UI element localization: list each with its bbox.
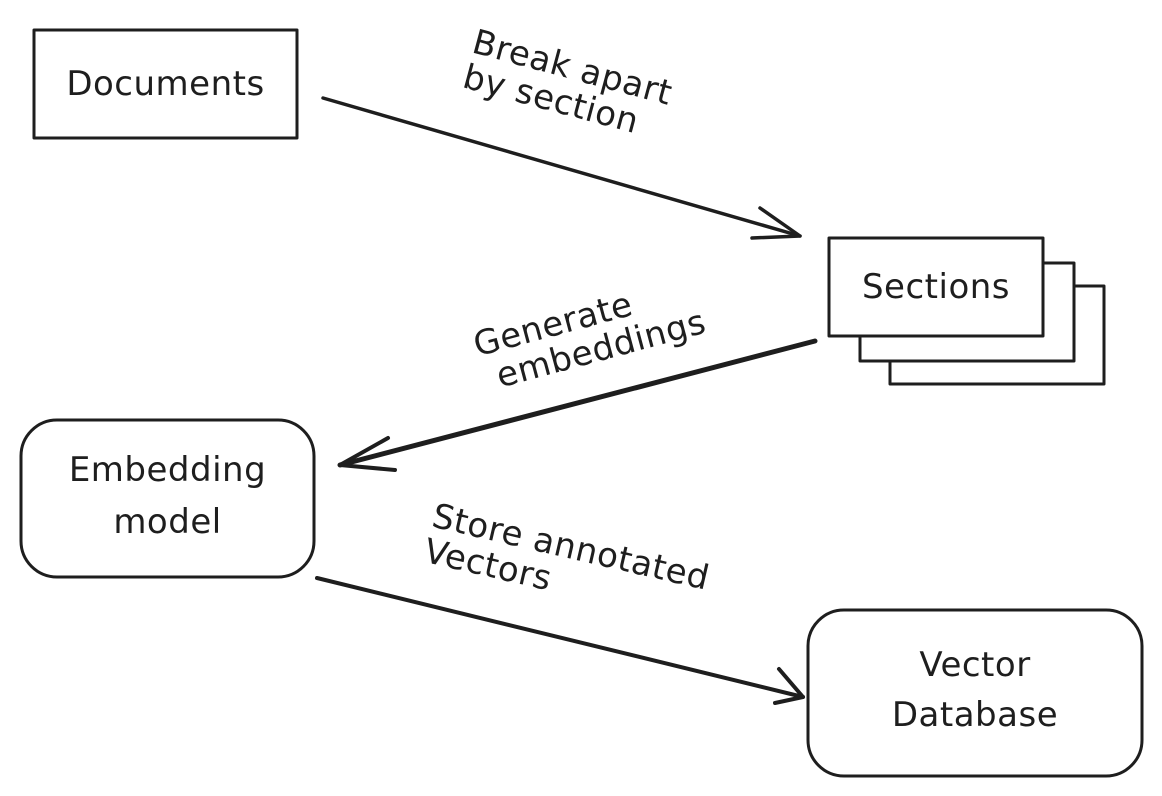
vector-database-node[interactable]	[806, 608, 1144, 778]
vector-database-label-line-1: Vector	[919, 645, 1031, 685]
vector-database-label: Vector Database	[808, 640, 1142, 740]
sections-node[interactable]	[827, 236, 1045, 338]
arrow-line	[315, 576, 805, 699]
arrow-line	[321, 96, 802, 238]
edge-sections-to-embedding-model	[337, 338, 818, 472]
embedding-model-label-line-2: model	[113, 502, 222, 542]
edge-embedding-model-to-vector-database	[315, 576, 805, 705]
documents-label: Documents	[66, 64, 265, 104]
arrow-head-icon	[338, 436, 397, 472]
embedding-model-node[interactable]	[19, 418, 316, 579]
arrow-line	[337, 338, 818, 468]
edge-documents-to-sections	[321, 96, 802, 240]
arrow-head-icon	[750, 206, 802, 240]
documents-node[interactable]	[32, 28, 299, 140]
embedding-model-label: Embedding model	[21, 444, 314, 548]
arrow-head-icon	[773, 667, 805, 705]
embedding-model-label-line-1: Embedding	[68, 450, 267, 490]
vector-database-label-line-2: Database	[891, 695, 1059, 735]
sections-label: Sections	[861, 267, 1011, 307]
